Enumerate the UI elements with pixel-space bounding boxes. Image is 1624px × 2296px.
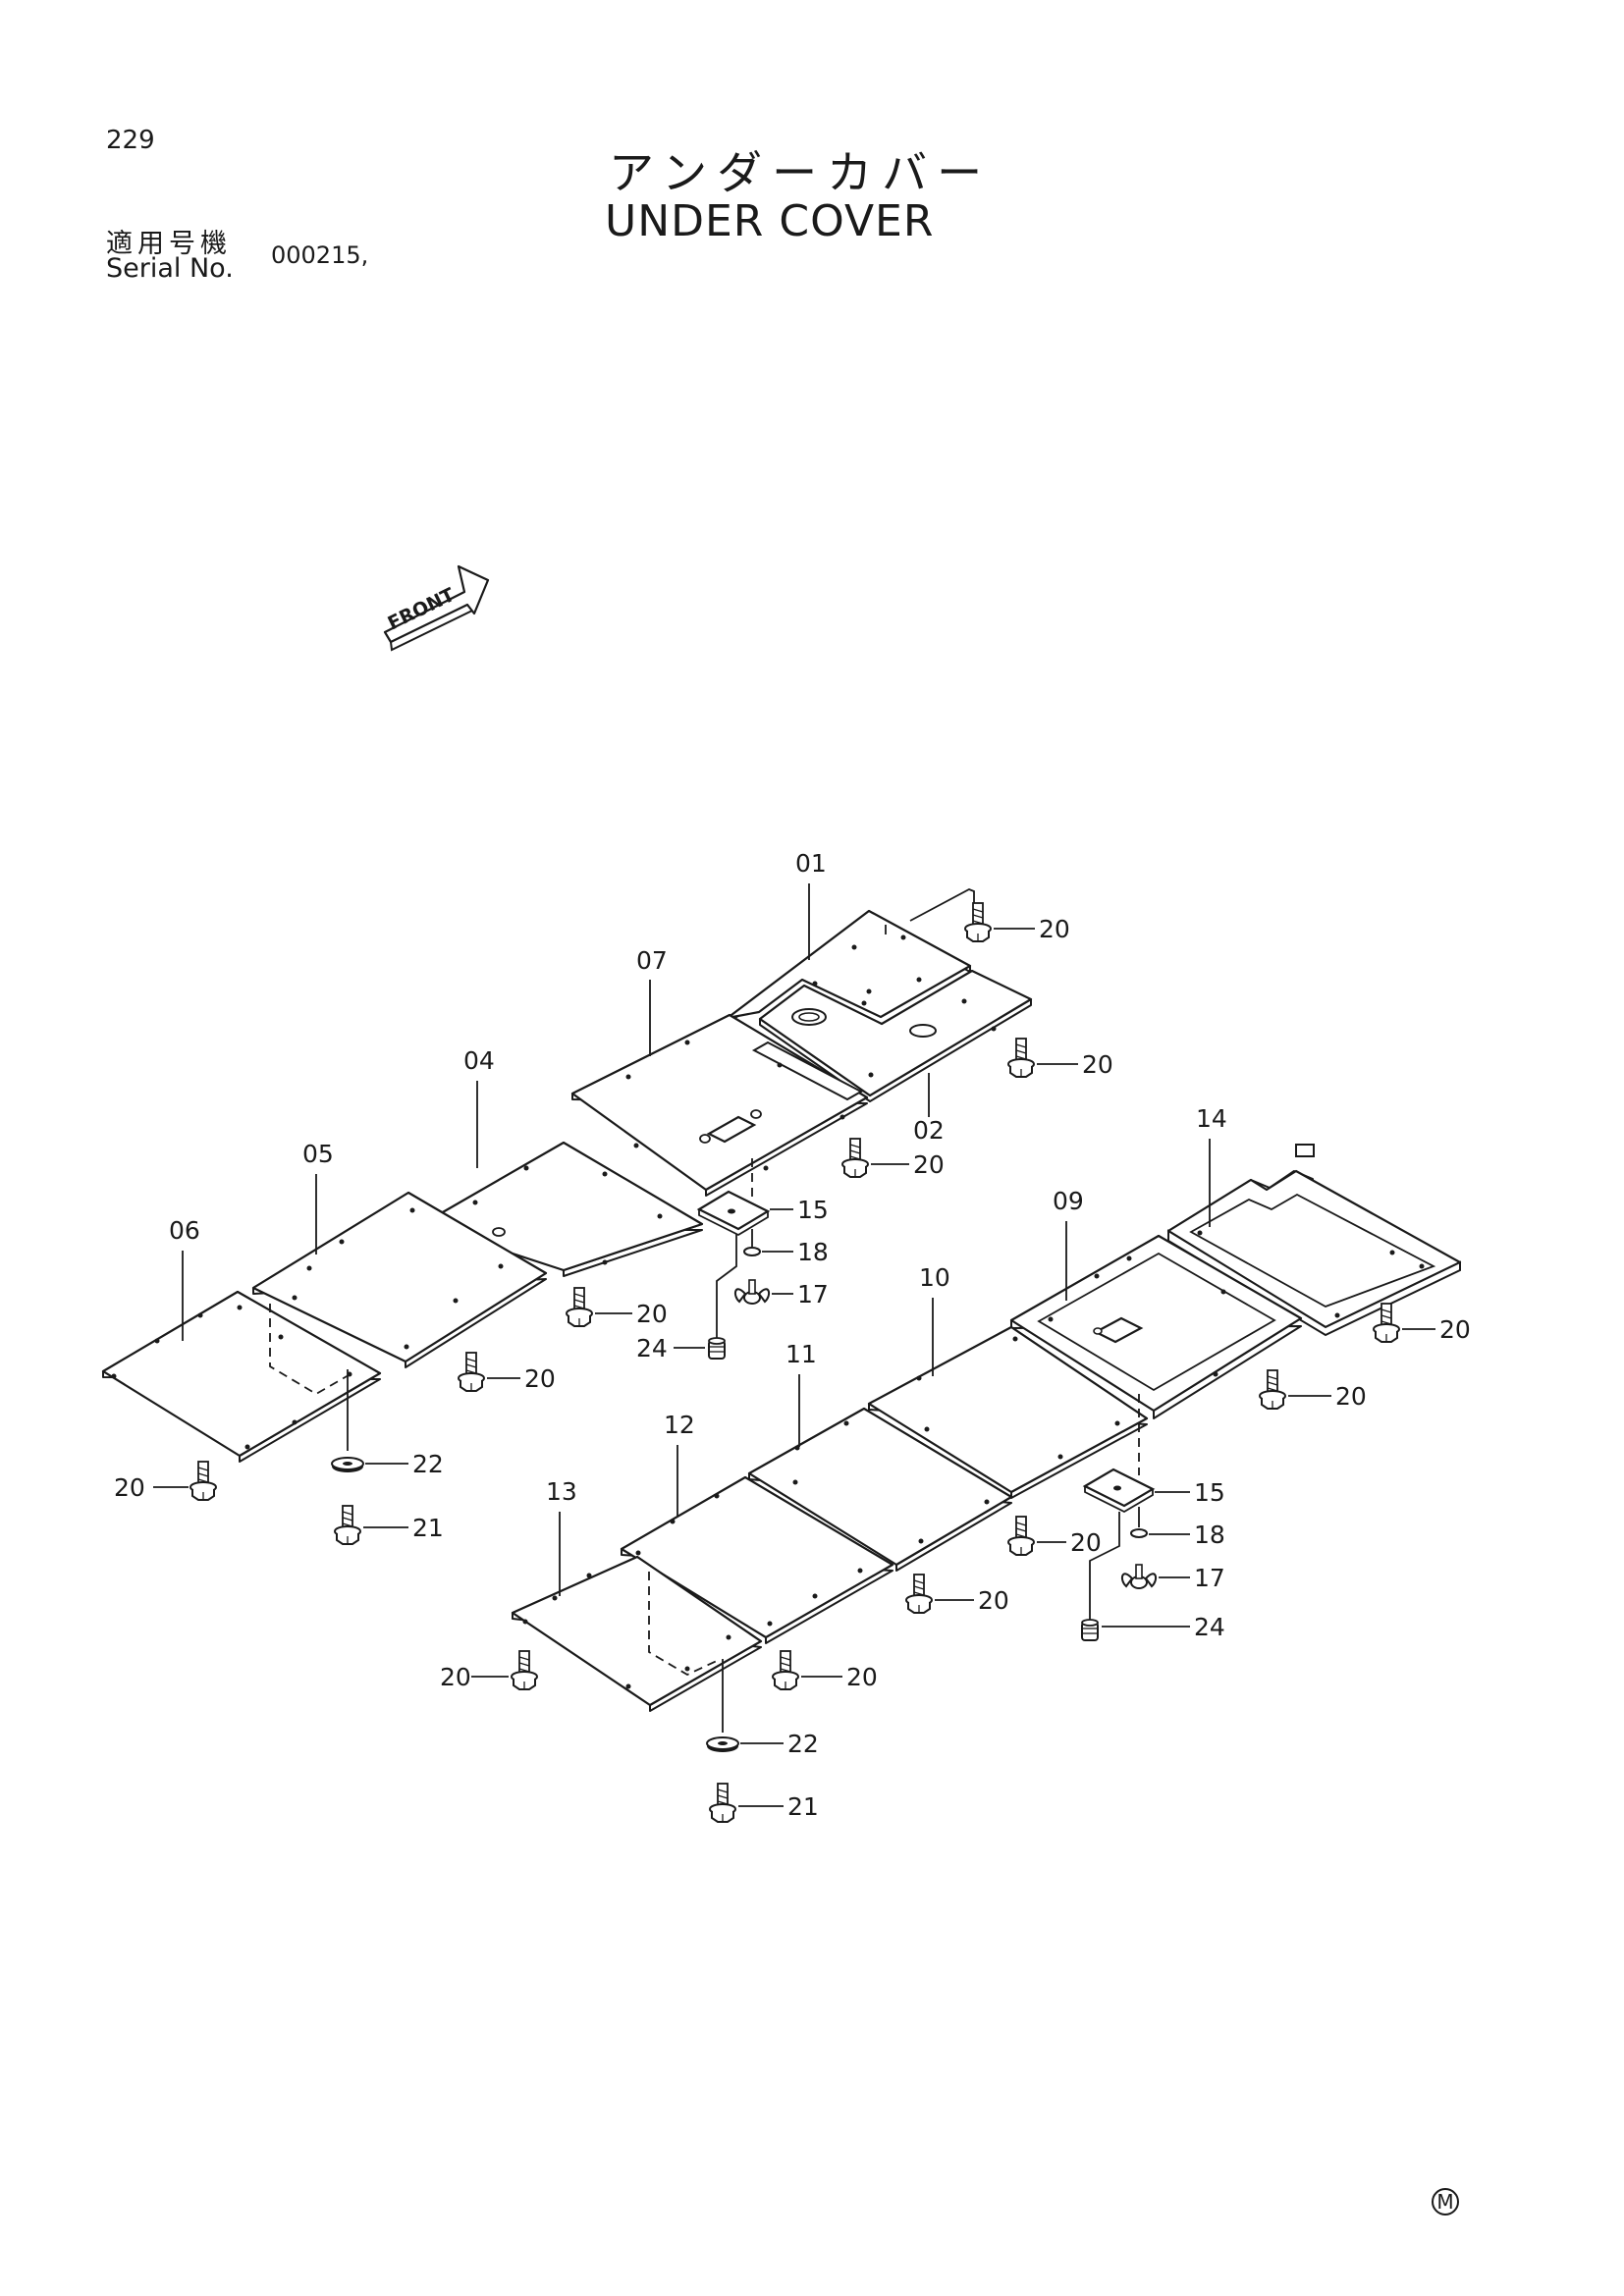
front-arrow-icon: FRONT [383,564,490,652]
corner-mark: M [1432,2188,1459,2216]
callout-14: 14 [1196,1104,1227,1133]
corner-mark-label: M [1436,2190,1453,2214]
callout-17-lower: 17 [1194,1564,1225,1592]
callout-21-upper: 21 [412,1514,444,1542]
callout-06: 06 [169,1216,200,1245]
callout-11: 11 [785,1340,817,1368]
callout-20-i: 20 [1070,1528,1102,1557]
callout-20-c: 20 [913,1150,945,1179]
cover-plate-05 [251,1191,548,1368]
cover-plate-06 [101,1290,382,1463]
callout-20-b: 20 [1082,1050,1113,1079]
callout-20-d: 20 [636,1300,668,1328]
callout-20-g: 20 [1439,1315,1471,1344]
callout-18-upper: 18 [797,1238,829,1266]
callout-20-j: 20 [978,1586,1009,1615]
callout-13: 13 [546,1477,577,1506]
frame-cover-14 [1166,1144,1462,1337]
cover-plate-12 [620,1475,894,1644]
cover-plate-10 [867,1325,1149,1499]
callout-21-lower: 21 [787,1792,819,1821]
callout-24-upper: 24 [636,1334,668,1362]
callout-20-l: 20 [440,1663,471,1691]
callout-22-upper: 22 [412,1450,444,1478]
callout-05: 05 [302,1140,334,1168]
callout-20-k: 20 [846,1663,878,1691]
cover-plate-11 [747,1407,1013,1572]
callout-20-e: 20 [524,1364,556,1393]
callout-18-lower: 18 [1194,1521,1225,1549]
serial-label: Serial No. [106,253,234,284]
callout-04: 04 [463,1046,495,1075]
callout-09: 09 [1053,1187,1084,1215]
callout-24-lower: 24 [1194,1613,1225,1641]
cover-plate-02 [758,969,1033,1102]
page-title-japanese: アンダーカバー [609,146,993,199]
serial-value: 000215, [271,241,369,269]
callout-17-upper: 17 [797,1280,829,1308]
page-number: 229 [106,126,155,155]
callout-20-f: 20 [114,1473,145,1502]
callout-15-lower: 15 [1194,1478,1225,1507]
serial-label-japanese: 適用号機 [106,229,232,259]
frame-cover-09 [1009,1234,1303,1419]
callout-22-lower: 22 [787,1730,819,1758]
callout-20-h: 20 [1335,1382,1367,1411]
callout-20-a: 20 [1039,915,1070,943]
bracket-15-lower [1082,1468,1156,1514]
callout-01: 01 [795,849,827,878]
callout-10: 10 [919,1263,950,1292]
callout-12: 12 [664,1411,695,1439]
callout-15-upper: 15 [797,1196,829,1224]
cover-plate-07 [570,1013,869,1197]
cover-plate-13 [511,1555,763,1712]
callout-07: 07 [636,946,668,975]
page-title: UNDER COVER [605,196,935,246]
bracket-15-upper [696,1190,771,1237]
callout-02: 02 [913,1116,945,1145]
